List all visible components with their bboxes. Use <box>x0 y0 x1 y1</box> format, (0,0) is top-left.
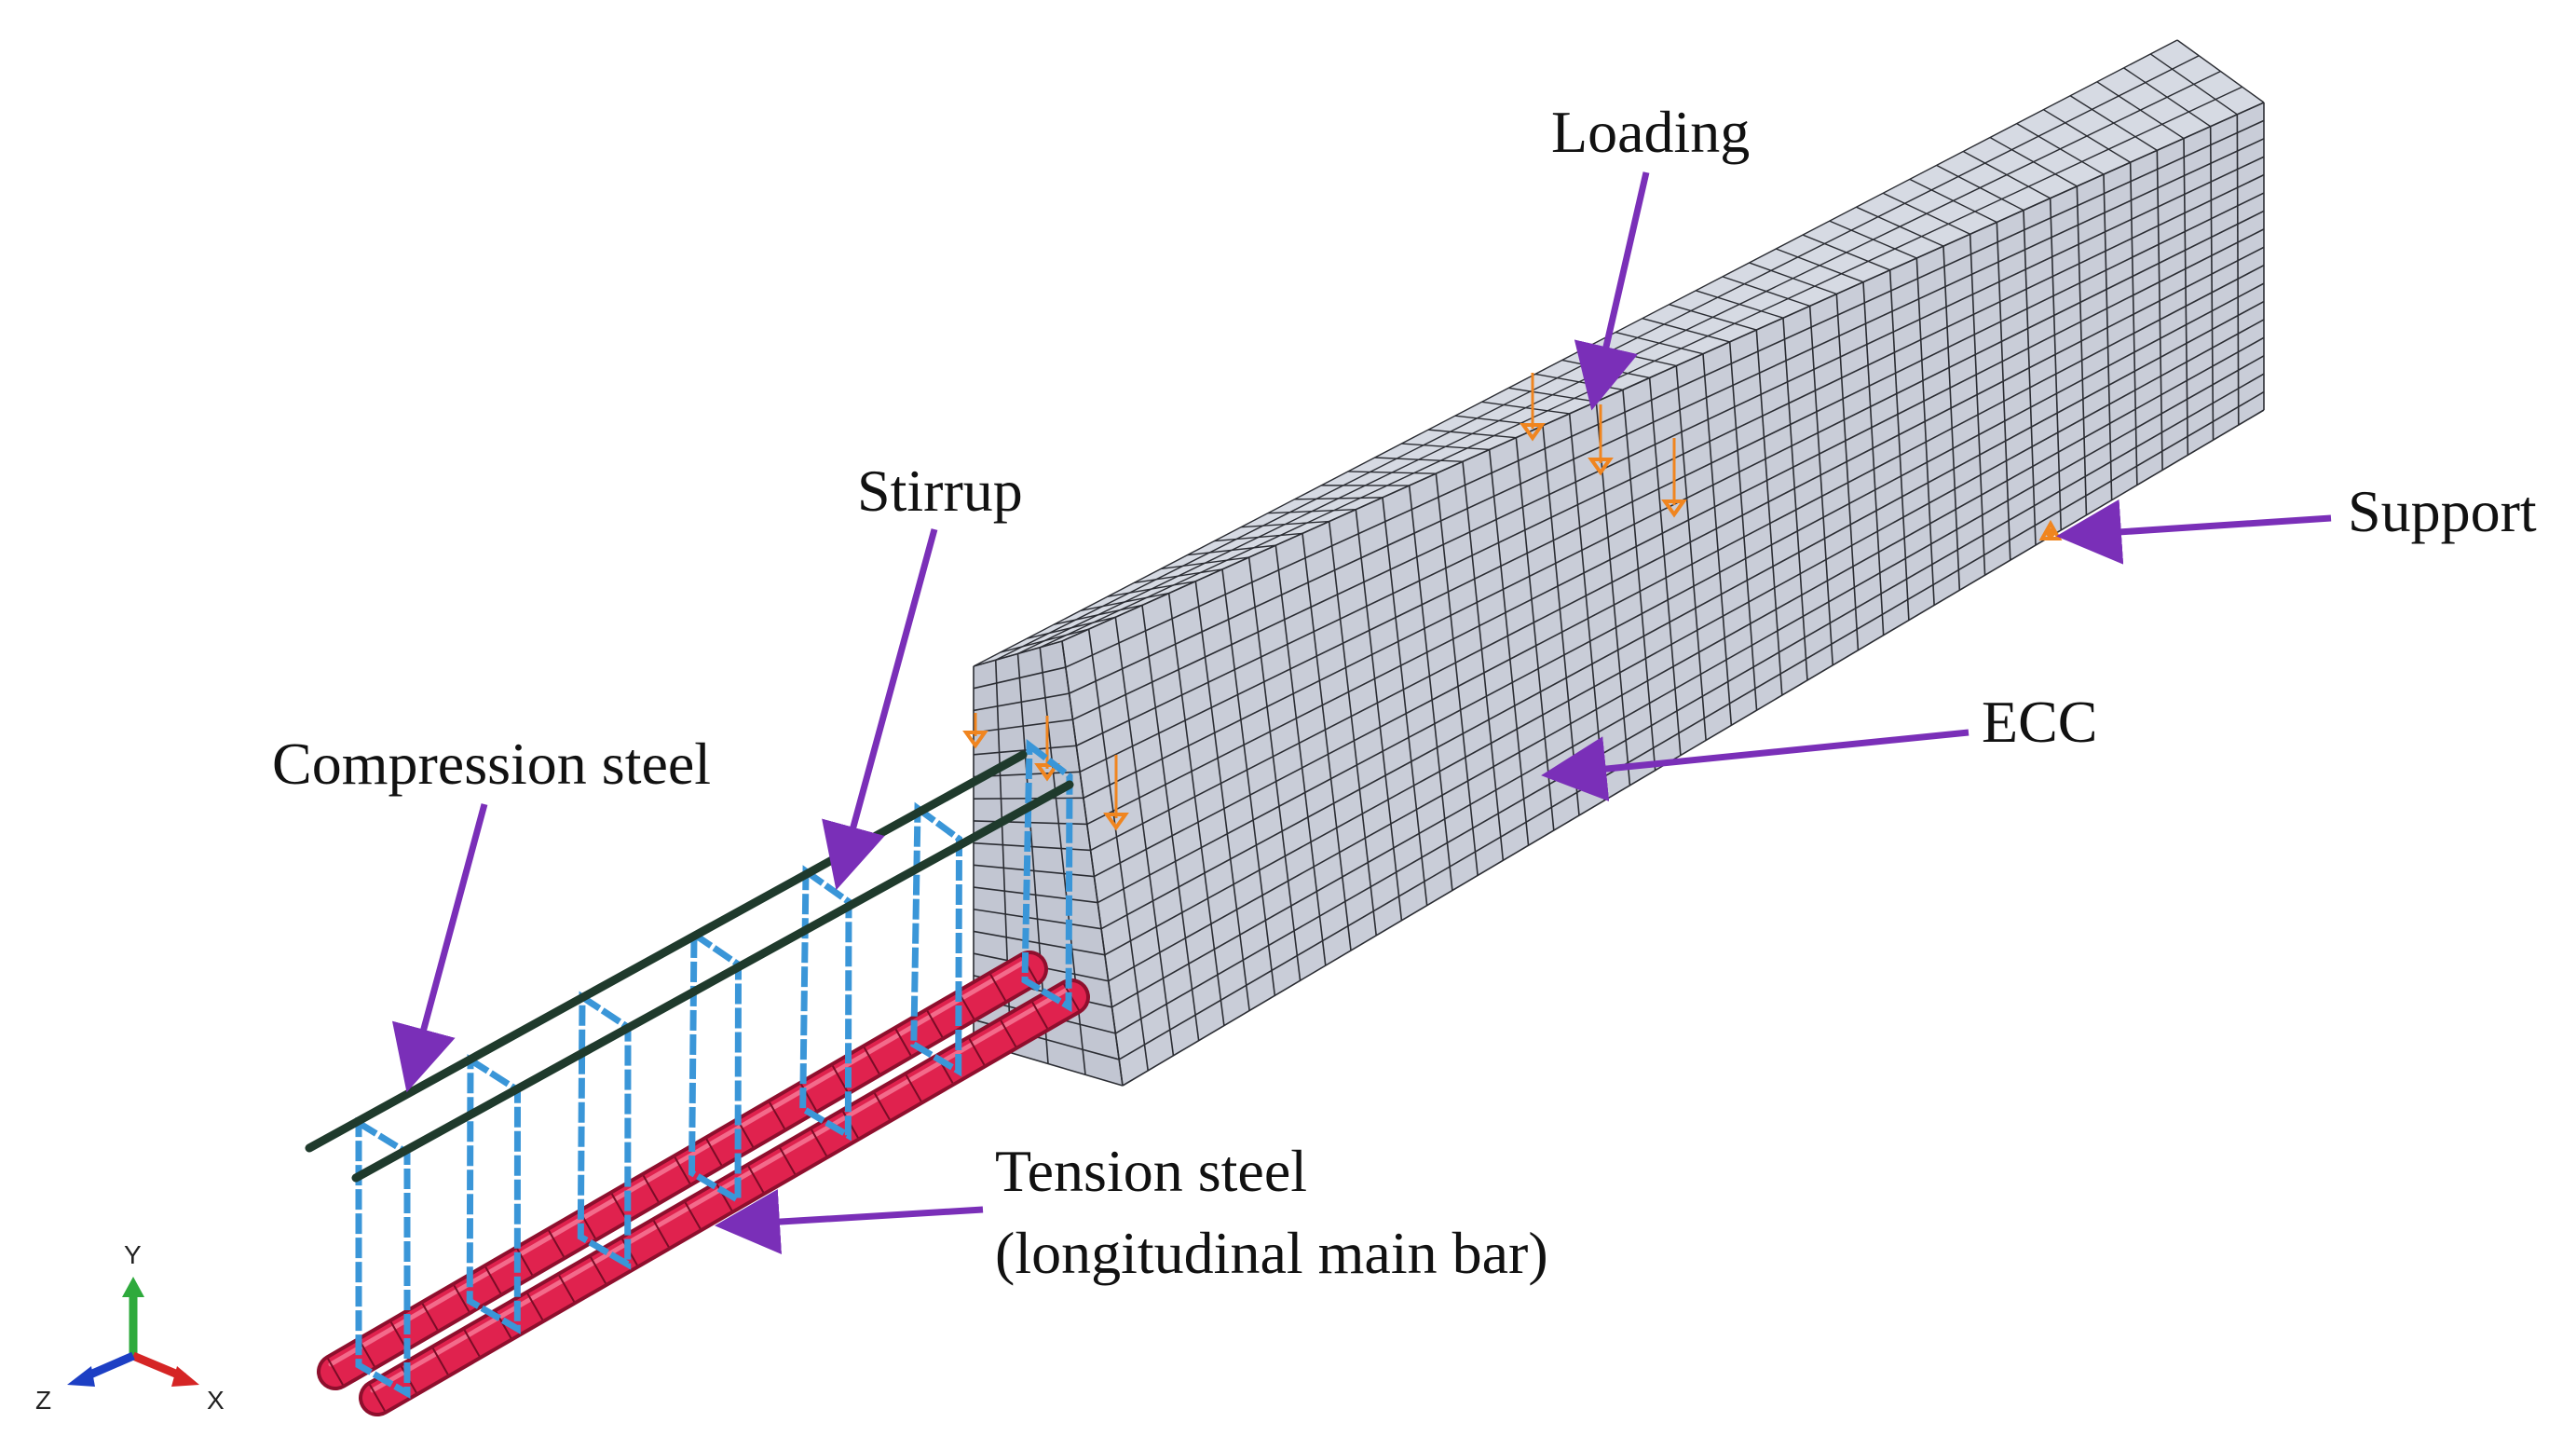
tension-steel-label: Tension steel <box>995 1138 1307 1204</box>
support-label: Support <box>2348 478 2537 544</box>
compression-steel-label: Compression steel <box>272 731 711 797</box>
beam-front-face <box>1062 103 2264 1086</box>
tension-steel-bars <box>317 951 1090 1416</box>
ecc-callout-arrow <box>1541 729 1969 801</box>
axis-x-label: X <box>207 1386 225 1415</box>
load-arrow-icon <box>962 713 988 749</box>
ecc-label: ECC <box>1982 689 2097 755</box>
reinforcement-cage <box>305 739 1090 1416</box>
stirrup <box>799 865 852 1142</box>
load-arrow-icon <box>1103 755 1129 831</box>
tension-steel-sublabel: (longitudinal main bar) <box>995 1220 1548 1286</box>
compression-bar <box>351 780 1074 1183</box>
ecc-beam <box>973 39 2265 1087</box>
stirrup <box>910 801 963 1077</box>
tension-bar <box>317 951 1048 1390</box>
stirrups <box>355 739 1073 1400</box>
loading-callout-arrow <box>1574 171 1650 411</box>
tension-bar <box>359 978 1090 1416</box>
load-arrow-icon <box>1661 438 1687 518</box>
stirrup <box>466 1054 522 1334</box>
stirrup <box>688 927 743 1206</box>
stirrup-label: Stirrup <box>857 458 1023 524</box>
support-icon <box>2038 519 2063 540</box>
stirrup <box>577 991 632 1270</box>
load-arrow-icon <box>1034 716 1060 782</box>
load-arrow-icon <box>1588 404 1614 476</box>
axis-y-label: Y <box>124 1240 142 1269</box>
support-callout-arrow <box>2056 499 2332 565</box>
loading-arrows <box>962 373 1687 831</box>
callout-arrows <box>391 171 2332 1255</box>
tension-callout-arrow <box>715 1189 984 1255</box>
compression-callout-arrow <box>391 803 488 1093</box>
loading-label: Loading <box>1551 99 1750 165</box>
axis-z-label: Z <box>35 1386 51 1415</box>
stirrup <box>1021 739 1073 1013</box>
stirrup <box>355 1116 411 1400</box>
stirrup-callout-arrow <box>822 528 938 891</box>
axis-triad-icon: Y Z X <box>35 1240 225 1415</box>
load-arrow-icon <box>1520 373 1546 442</box>
